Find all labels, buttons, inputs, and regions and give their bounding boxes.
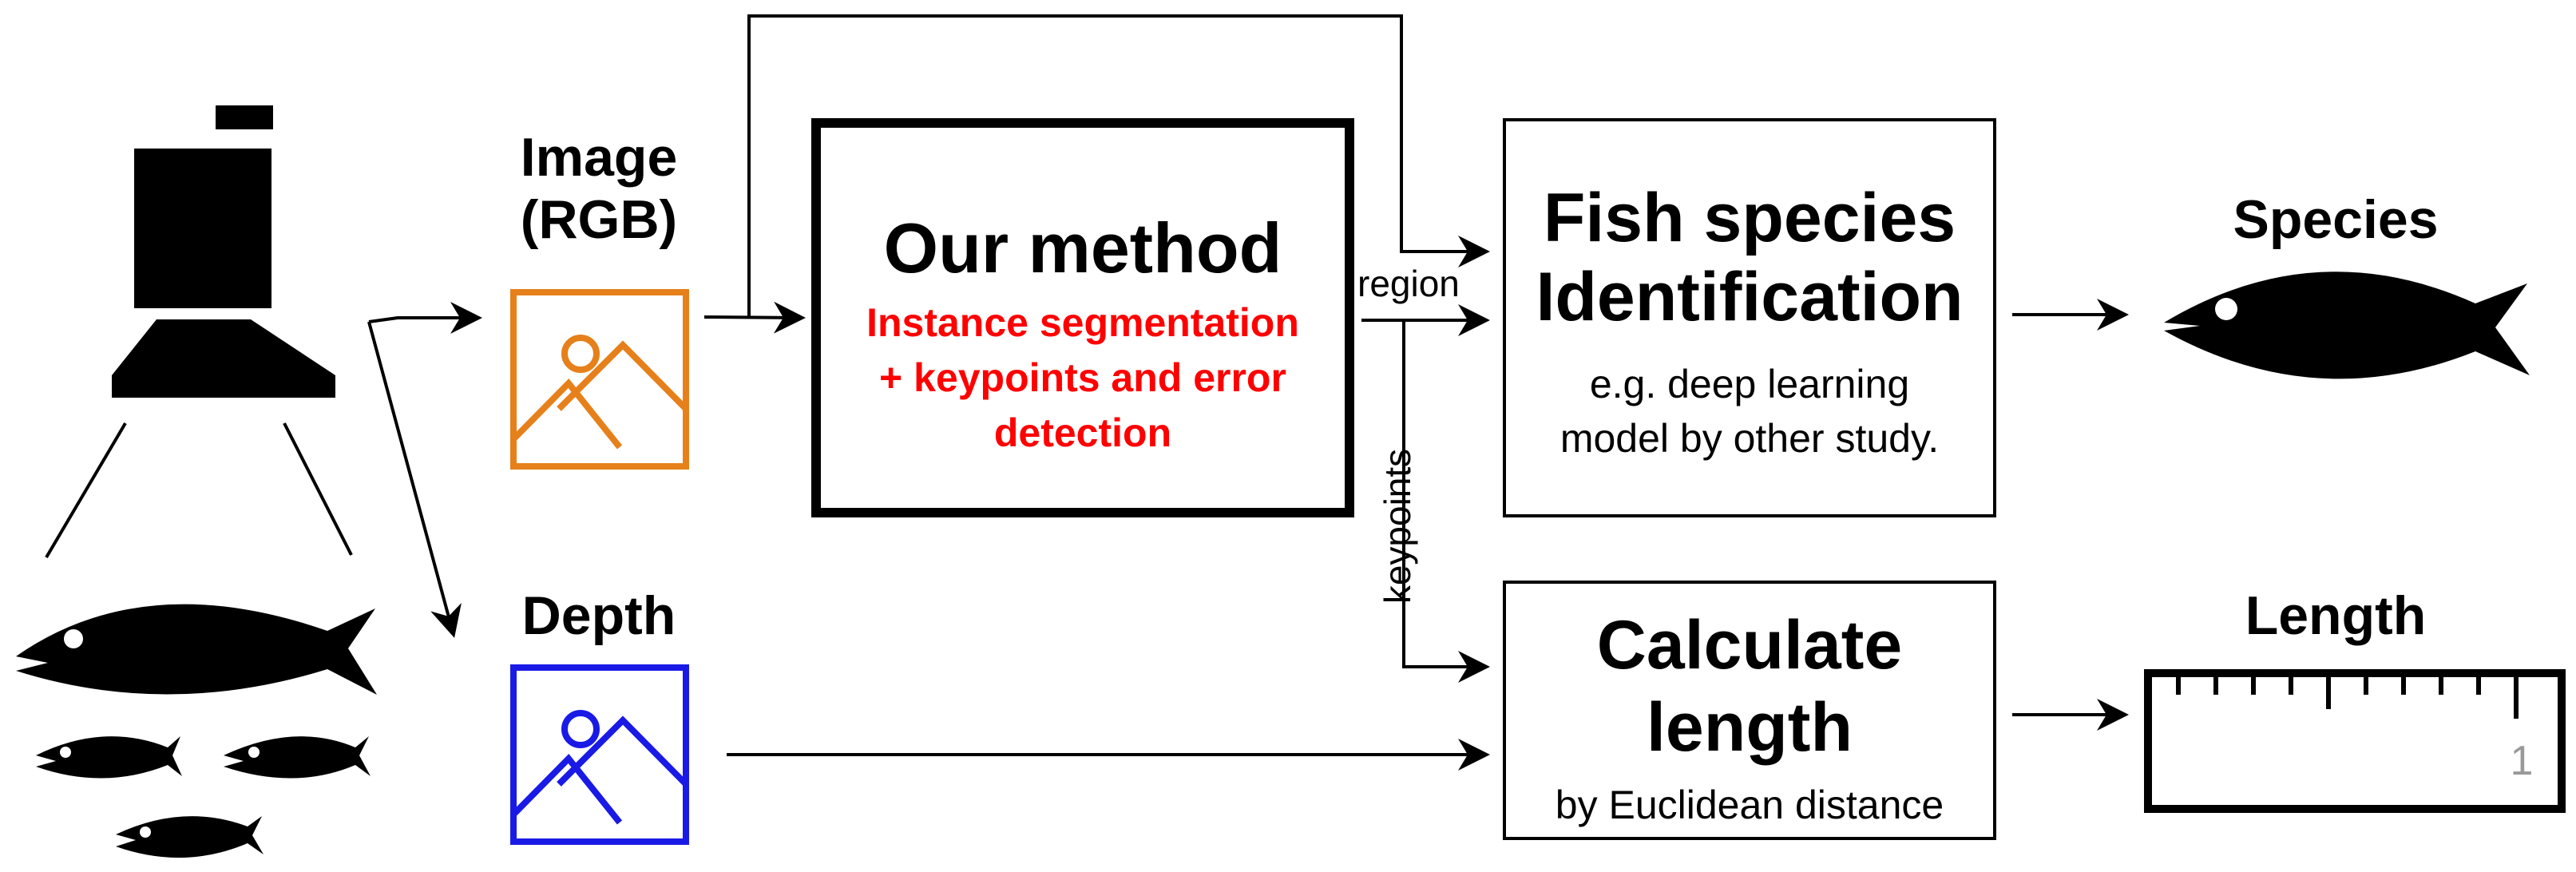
- ruler-mark-label: 1: [2510, 738, 2534, 784]
- large-fish-icon: [16, 604, 377, 695]
- small-fish-icon: [224, 736, 371, 779]
- image-to-method-arrow: [703, 301, 806, 334]
- species-output-label: Species: [2233, 189, 2439, 250]
- keypoints-label: keypoints: [1377, 448, 1418, 604]
- fish-school-icon: [16, 604, 377, 858]
- length-title: Calculate length: [1506, 604, 1993, 769]
- image-label-line2: (RGB): [520, 189, 678, 251]
- method-subtitle-line1: Instance segmentation: [866, 300, 1299, 345]
- species-box: Fish species Identification e.g. deep le…: [1503, 118, 1996, 517]
- species-subtitle-line1: e.g. deep learning: [1589, 362, 1910, 406]
- species-title-line2: Identification: [1536, 258, 1964, 335]
- image-label: Image (RGB): [487, 126, 711, 251]
- species-subtitle-line2: model by other study.: [1559, 415, 1940, 461]
- length-title-line1: Calculate: [1596, 607, 1903, 684]
- small-fish-icon: [116, 816, 264, 858]
- depth-image-icon: [510, 664, 689, 845]
- image-bypass-arrow: [747, 14, 1490, 317]
- species-fish-icon: [2164, 272, 2530, 379]
- species-title: Fish species Identification: [1506, 179, 1993, 337]
- method-subtitle-line2: + keypoints and error: [879, 355, 1286, 400]
- length-title-line2: length: [1647, 689, 1853, 767]
- ruler-icon: [2144, 669, 2566, 813]
- image-label-line1: Image: [520, 127, 678, 188]
- length-box: Calculate length by Euclidean distance: [1503, 581, 1996, 840]
- image-rgb-icon: [510, 289, 689, 470]
- method-box: Our method Instance segmentation + keypo…: [811, 118, 1354, 517]
- method-title: Our method: [883, 208, 1282, 287]
- split-arrow-upper: [368, 302, 482, 334]
- camera-icon: [45, 105, 353, 559]
- small-fish-icon: [36, 736, 182, 779]
- length-output-label: Length: [2245, 585, 2427, 646]
- depth-label: Depth: [521, 585, 676, 646]
- keypoints-arrow: [1402, 320, 1490, 683]
- species-title-line1: Fish species: [1543, 180, 1956, 256]
- length-subtitle: by Euclidean distance: [1555, 783, 1944, 827]
- region-label: region: [1357, 263, 1460, 304]
- species-subtitle: e.g. deep learning model by other study.: [1506, 358, 1993, 466]
- method-subtitle-line3: detection: [993, 410, 1172, 455]
- method-subtitle: Instance segmentation + keypoints and er…: [821, 295, 1345, 461]
- split-arrow-lower: [367, 321, 462, 638]
